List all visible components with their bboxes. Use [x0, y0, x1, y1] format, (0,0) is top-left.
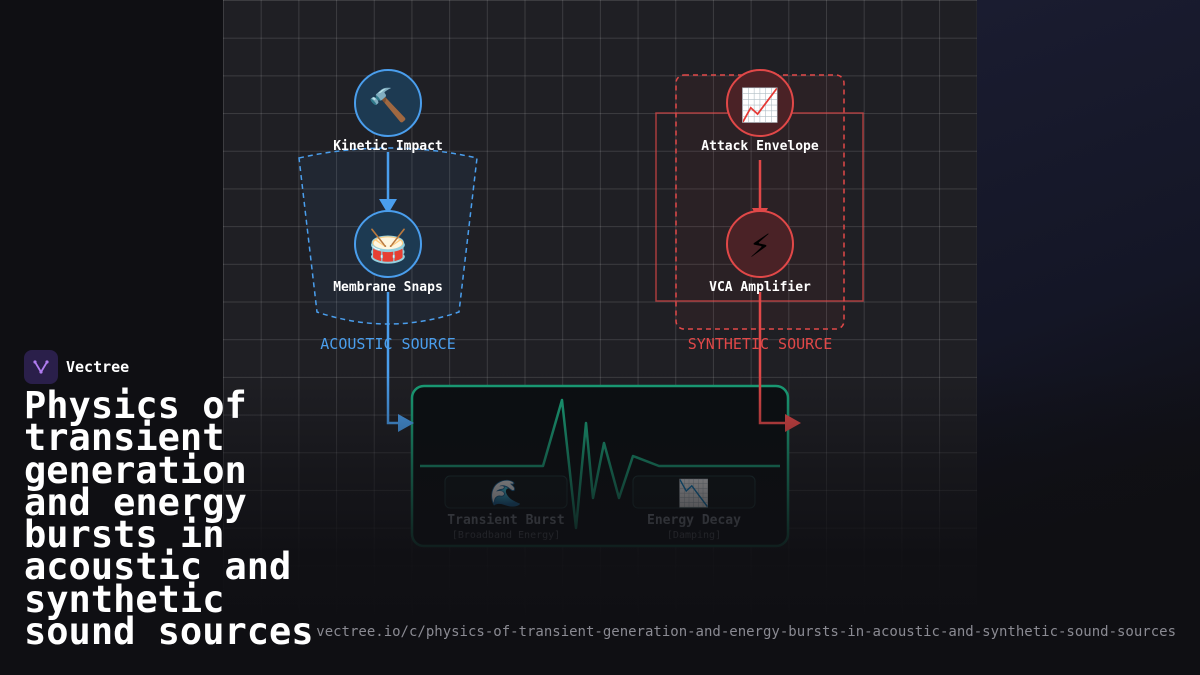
energy-decay-label: Energy Decay — [647, 513, 741, 528]
hammer-icon: 🔨 — [368, 86, 408, 124]
page-title: Physics of transient generation and ener… — [24, 384, 314, 654]
transient-burst-sublabel: [Broadband Energy] — [452, 530, 560, 541]
chart-increasing-icon: 📈 — [740, 86, 780, 124]
attack-envelope-label: Attack Envelope — [701, 139, 819, 154]
drum-icon: 🥁 — [368, 227, 408, 265]
kinetic-impact-label: Kinetic Impact — [333, 139, 443, 154]
membrane-snaps-label: Membrane Snaps — [333, 280, 443, 295]
lightning-icon: ⚡ — [749, 227, 771, 265]
chart-decreasing-icon: 📉 — [678, 478, 710, 509]
transient-burst-label: Transient Burst — [447, 513, 564, 528]
vca-to-output-arrowhead — [785, 414, 801, 432]
transient-burst-card: 🌊 Transient Burst [Broadband Energy] — [444, 475, 568, 541]
vca-amplifier-label: VCA Amplifier — [709, 280, 811, 295]
energy-decay-sublabel: [Damping] — [667, 530, 721, 541]
wave-icon: 🌊 — [490, 478, 522, 509]
vectree-logo — [24, 350, 58, 384]
brand-name: Vectree — [66, 358, 130, 376]
synthetic-source-label: SYNTHETIC SOURCE — [688, 335, 833, 353]
brand: Vectree — [24, 350, 129, 384]
acoustic-source-label: ACOUSTIC SOURCE — [320, 335, 455, 353]
kinetic-impact-node: 🔨 Kinetic Impact — [333, 69, 443, 154]
page-url[interactable]: vectree.io/c/physics-of-transient-genera… — [316, 624, 1176, 640]
tree-logo-icon — [33, 360, 49, 374]
